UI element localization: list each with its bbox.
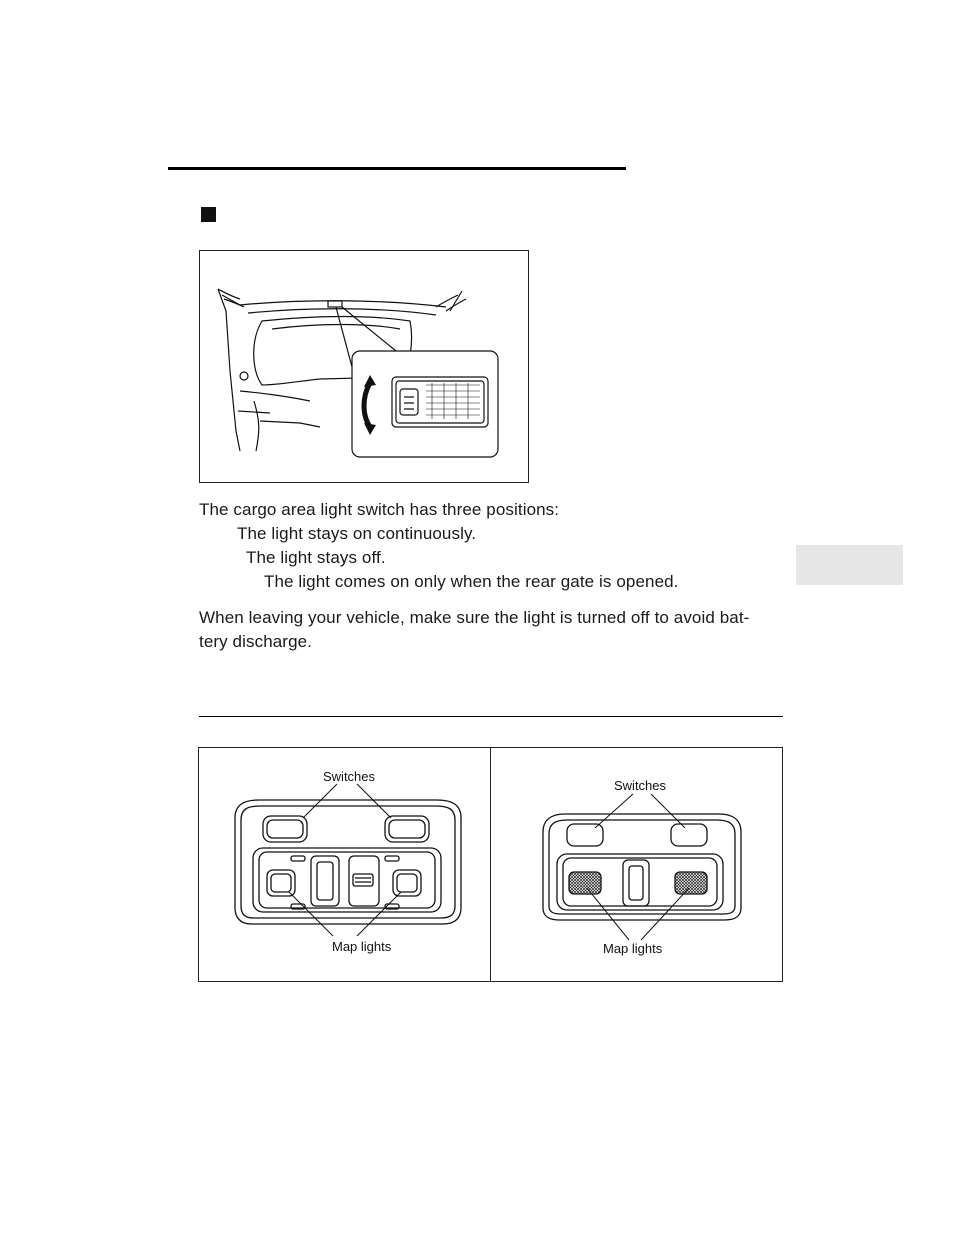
map-lights-panel-left [199,748,490,981]
switches-label-left: Switches [323,769,376,784]
map-lights-panel-right [491,748,782,981]
overhead-console-right-illustration [542,793,742,941]
map-lights-label-left: Map lights [332,939,392,954]
chapter-tab [796,545,903,585]
cargo-light-figure [199,250,529,483]
figure-divider [490,747,491,982]
position-door-description: The light comes on only when the rear ga… [264,572,679,591]
cargo-light-illustration [217,288,499,458]
section-square-bullet-icon [201,207,216,222]
advice-line-1: When leaving your vehicle, make sure the… [199,608,750,627]
section-mid-rule [199,716,783,717]
position-on-description: The light stays on continuously. [237,524,477,543]
switch-positions-intro: The cargo area light switch has three po… [199,500,560,519]
position-off-description: The light stays off. [246,548,386,567]
advice-line-2: tery discharge. [199,632,312,651]
map-lights-label-right: Map lights [603,941,663,956]
overhead-console-left-illustration [234,783,462,937]
section-top-rule [168,167,626,170]
switches-label-right: Switches [614,778,667,793]
